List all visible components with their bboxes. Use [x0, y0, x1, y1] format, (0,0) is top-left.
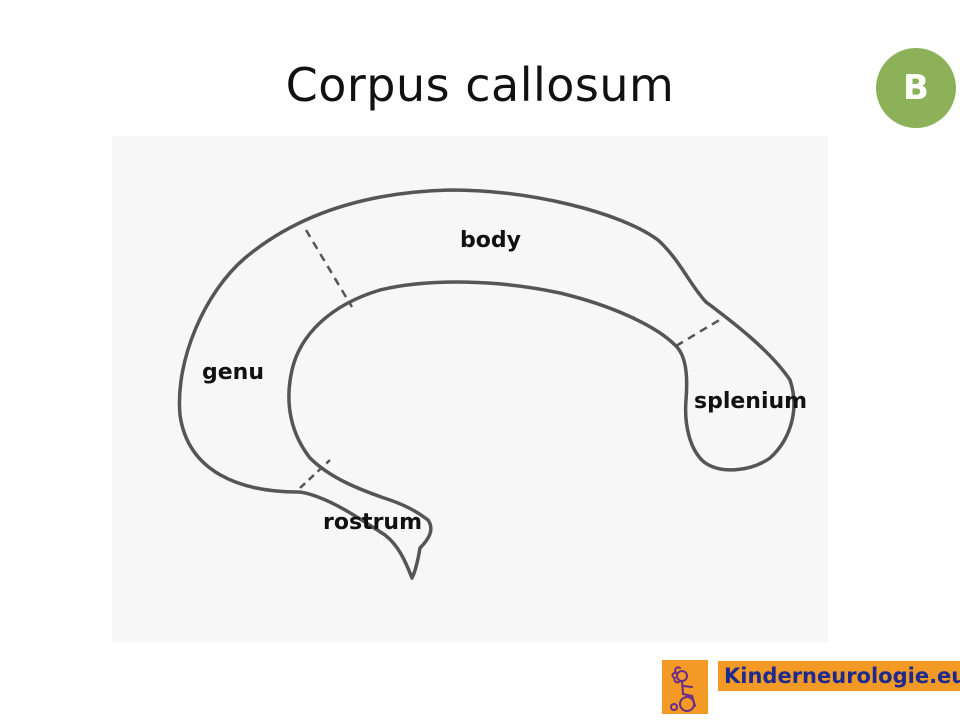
label-genu: genu [202, 360, 264, 385]
slide-title: Corpus callosum [285, 58, 675, 112]
label-splenium: splenium [694, 389, 808, 414]
label-rostrum: rostrum [323, 510, 423, 535]
kinderneurologie-logo-icon [662, 660, 708, 714]
corpus-callosum-outline [177, 188, 796, 580]
section-badge: B [876, 48, 956, 128]
label-body: body [460, 228, 521, 253]
genu-rostrum-boundary [299, 459, 331, 489]
body-splenium-boundary [675, 314, 727, 348]
genu-body-boundary [304, 229, 354, 308]
drawing-background [112, 136, 828, 642]
kinderneurologie-logo-text[interactable]: Kinderneurologie.eu [718, 661, 960, 691]
